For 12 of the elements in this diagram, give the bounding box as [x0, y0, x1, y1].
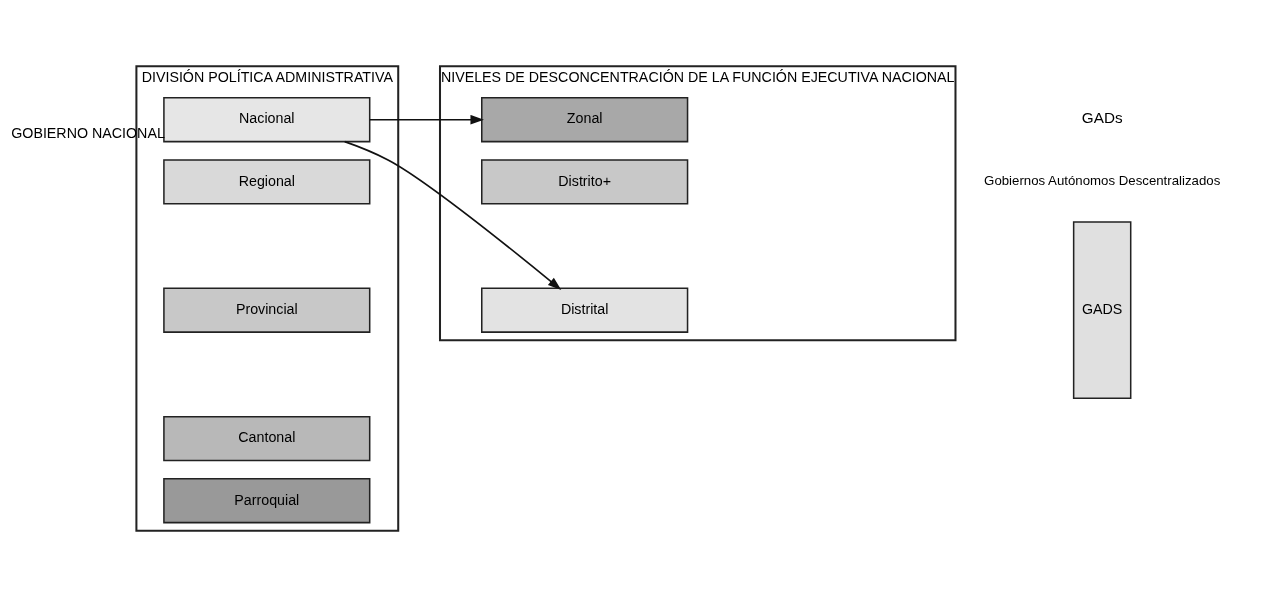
node-box: Regional [163, 158, 371, 205]
node-box: Distrital [481, 287, 689, 333]
node-box: Nacional [163, 96, 371, 142]
node-box: Provincial [163, 287, 371, 333]
node-box: Zonal [481, 96, 689, 142]
label: Gobiernos Autónomos Descentralizados [984, 172, 1221, 188]
arrow [369, 114, 484, 124]
node-box: GADS [1072, 220, 1132, 399]
node-box: Distrito+ [481, 158, 689, 205]
label: GADs [1081, 108, 1123, 126]
node-box: Parroquial [163, 477, 371, 523]
node-box: Cantonal [163, 415, 371, 461]
